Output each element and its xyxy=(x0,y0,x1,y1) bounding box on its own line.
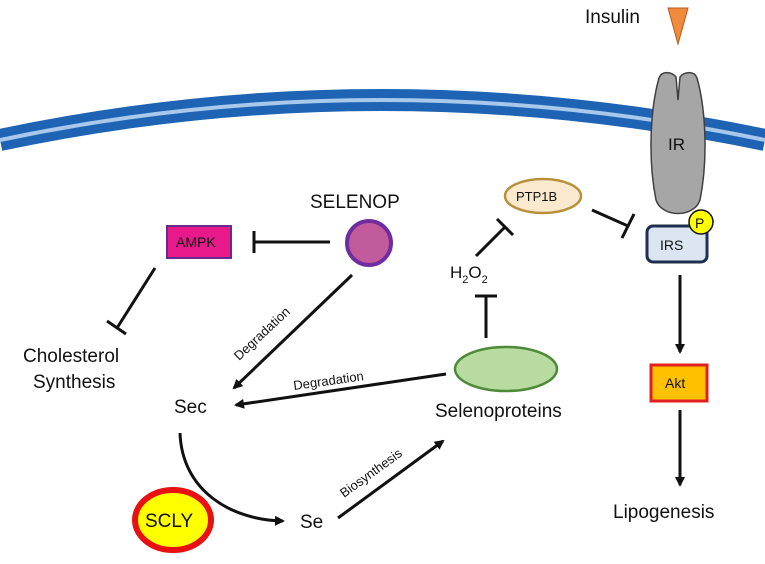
scly-label: SCLY xyxy=(145,511,194,532)
sec-label: Sec xyxy=(174,397,207,418)
ptp1b-ellipse xyxy=(503,177,583,215)
selenoproteins-degradation-arrow xyxy=(234,372,447,409)
phospho-label: P xyxy=(695,215,704,231)
insulin-triangle-icon xyxy=(667,7,689,46)
insulin-receptor: IR xyxy=(650,71,706,215)
h2o2-ptp1b-inhibit-bar xyxy=(495,217,515,237)
sec-to-se-curved-arrow xyxy=(178,432,285,526)
cholesterol-label-line1: Cholesterol xyxy=(23,346,119,367)
lipogenesis-label: Lipogenesis xyxy=(613,502,714,523)
selenoproteins-ellipse xyxy=(453,345,559,393)
biosynthesis-arrow xyxy=(337,439,445,520)
h2o2-label: H2O2 xyxy=(450,263,488,286)
ir-label: IR xyxy=(668,135,685,154)
selenop-circle xyxy=(345,219,393,267)
ampk-box xyxy=(166,225,232,259)
h2o2-ptp1b-inhibit-line xyxy=(474,225,507,258)
irs-label: IRS xyxy=(660,237,683,253)
ptp1b-irs-inhibit-bar xyxy=(620,213,636,239)
cell-membrane xyxy=(0,89,765,151)
ptp1b-irs-inhibit-line xyxy=(591,208,629,228)
irs-box xyxy=(645,224,709,264)
selenoproteins-label: Selenoproteins xyxy=(435,401,562,422)
scly-ellipse xyxy=(132,487,214,553)
akt-label: Akt xyxy=(665,375,685,391)
insulin-label: Insulin xyxy=(585,7,640,28)
ptp1b-label: PTP1B xyxy=(516,189,557,204)
ampk-cholesterol-inhibit-bar xyxy=(106,319,127,336)
akt-box xyxy=(649,363,709,403)
ampk-cholesterol-inhibit-line xyxy=(115,267,157,329)
phospho-badge xyxy=(688,209,714,235)
selenop-degradation-arrow xyxy=(232,273,354,390)
ampk-label: AMPK xyxy=(176,234,216,250)
degradation-label-2: Degradation xyxy=(292,368,364,393)
cholesterol-label-line2: Synthesis xyxy=(33,372,115,393)
selenop-label: SELENOP xyxy=(310,192,400,213)
degradation-label-1: Degradation xyxy=(231,304,293,363)
se-label: Se xyxy=(300,512,323,533)
